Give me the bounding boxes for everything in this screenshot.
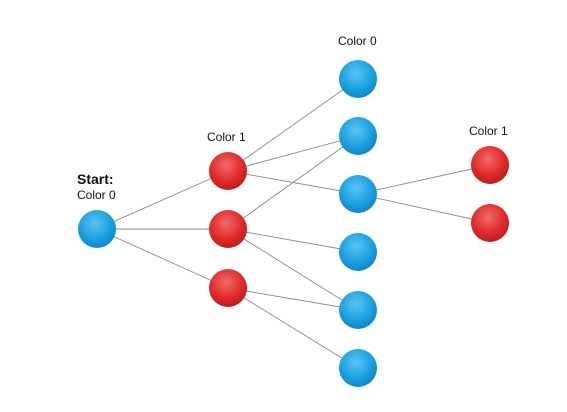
edge-r1-b2 (227, 135, 359, 172)
start-color-label: Color 0 (77, 188, 116, 202)
edge-r2-b2 (227, 135, 359, 230)
edge-r3-b6 (227, 287, 359, 369)
edge-r2-b5 (227, 228, 359, 311)
level2-color-label: Color 0 (338, 34, 377, 48)
node-b4-blue (339, 233, 377, 271)
node-b6-blue (339, 349, 377, 387)
node-f1-red (471, 146, 509, 184)
node-r3-red (209, 269, 247, 307)
level1-color-label: Color 1 (207, 130, 246, 144)
node-f2-red (471, 204, 509, 242)
edge-r2-b4 (227, 228, 359, 253)
edge-r3-b5 (227, 287, 359, 311)
node-b3-blue (339, 175, 377, 213)
edge-r1-b1 (227, 78, 359, 172)
edge-b3-f1 (357, 164, 491, 195)
node-n0-blue (78, 210, 116, 248)
level3-color-label: Color 1 (469, 124, 508, 138)
node-r2-red (209, 210, 247, 248)
edge-n0-r3 (96, 228, 229, 289)
node-b2-blue (339, 117, 377, 155)
edge-b3-f2 (357, 193, 491, 224)
graph-edges (96, 78, 491, 369)
node-r1-red (209, 152, 247, 190)
node-b5-blue (339, 291, 377, 329)
edge-n0-r1 (96, 170, 229, 230)
graph-nodes (78, 60, 509, 387)
start-label: Start: (77, 171, 114, 187)
node-b1-blue (339, 60, 377, 98)
